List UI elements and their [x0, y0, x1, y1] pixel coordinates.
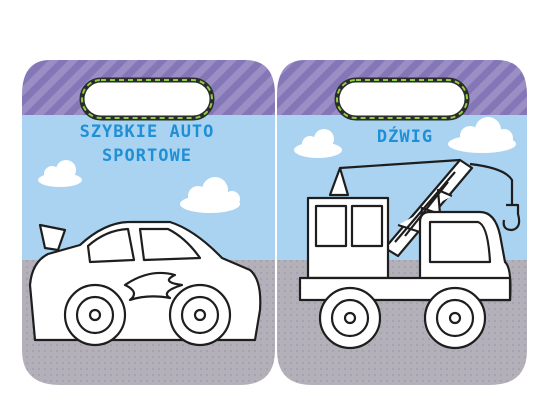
card-title-left: SZYBKIE AUTO SPORTOWE — [62, 120, 232, 168]
handle-hole — [334, 77, 470, 121]
handle-hole — [79, 77, 215, 121]
card-left — [22, 60, 275, 385]
crane-truck-icon — [298, 158, 521, 350]
cloud-icon — [448, 117, 516, 153]
card-title-line: SZYBKIE AUTO — [79, 122, 215, 142]
card-title-line: SPORTOWE — [102, 146, 192, 166]
card-title-line: DŹWIG — [376, 127, 434, 147]
card-title-right: DŹWIG — [345, 125, 465, 149]
card-right — [277, 60, 527, 385]
cloud-icon — [294, 129, 342, 158]
cloud-icon — [180, 177, 240, 213]
sports-car-icon — [28, 220, 262, 347]
cloud-icon — [38, 160, 82, 187]
